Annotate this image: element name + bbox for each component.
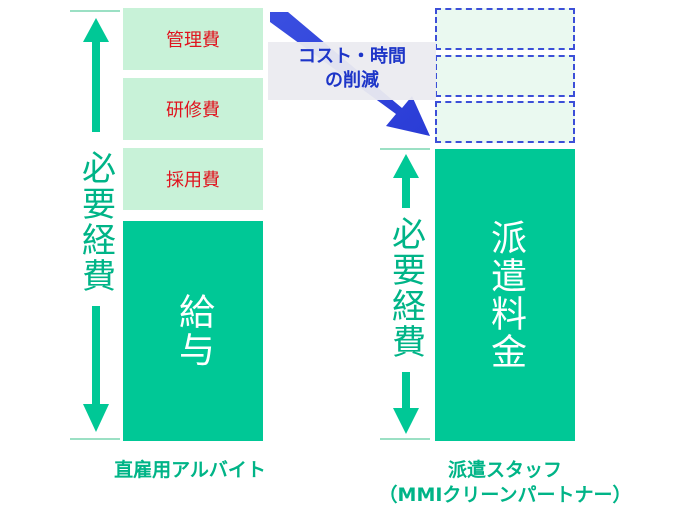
right-arrow-down-icon — [393, 372, 419, 434]
left-expense-label-wrap: 必要経費 — [76, 150, 116, 300]
removed-cost-box-1 — [435, 8, 575, 50]
removed-cost-box-2 — [435, 55, 575, 97]
right-caption-line2: （MMIクリーンパートナー） — [378, 484, 632, 506]
cost-box-training: 研修費 — [123, 78, 263, 140]
left-bottom-tick — [70, 438, 120, 440]
salary-label: 給与 — [173, 293, 214, 369]
left-top-tick — [70, 10, 120, 12]
right-arrow-up-icon — [393, 154, 419, 208]
cost-box-hiring: 採用費 — [123, 148, 263, 210]
left-caption: 直雇用アルバイト — [114, 459, 266, 481]
dispatch-fee-label: 派遣料金 — [485, 219, 526, 371]
right-bottom-tick — [380, 438, 430, 440]
left-arrow-up-icon — [83, 18, 109, 132]
cost-label-training: 研修費 — [166, 100, 220, 121]
right-top-tick — [380, 148, 430, 150]
left-expense-label: 必要経費 — [75, 150, 116, 294]
salary-box: 給与 — [123, 221, 263, 441]
reduction-callout: コスト・時間 の削減 — [268, 42, 436, 100]
reduction-callout-line2: の削減 — [325, 70, 379, 91]
right-caption-line1: 派遣スタッフ — [447, 459, 562, 481]
reduction-callout-line1: コスト・時間 — [298, 46, 406, 67]
right-expense-label-wrap: 必要経費 — [386, 216, 426, 366]
left-arrow-down-icon — [83, 306, 109, 432]
removed-cost-box-3 — [435, 101, 575, 143]
cost-box-management: 管理費 — [123, 8, 263, 70]
cost-label-management: 管理費 — [166, 30, 220, 51]
right-expense-label: 必要経費 — [385, 216, 426, 360]
dispatch-fee-box: 派遣料金 — [435, 149, 575, 441]
cost-label-hiring: 採用費 — [166, 170, 220, 191]
